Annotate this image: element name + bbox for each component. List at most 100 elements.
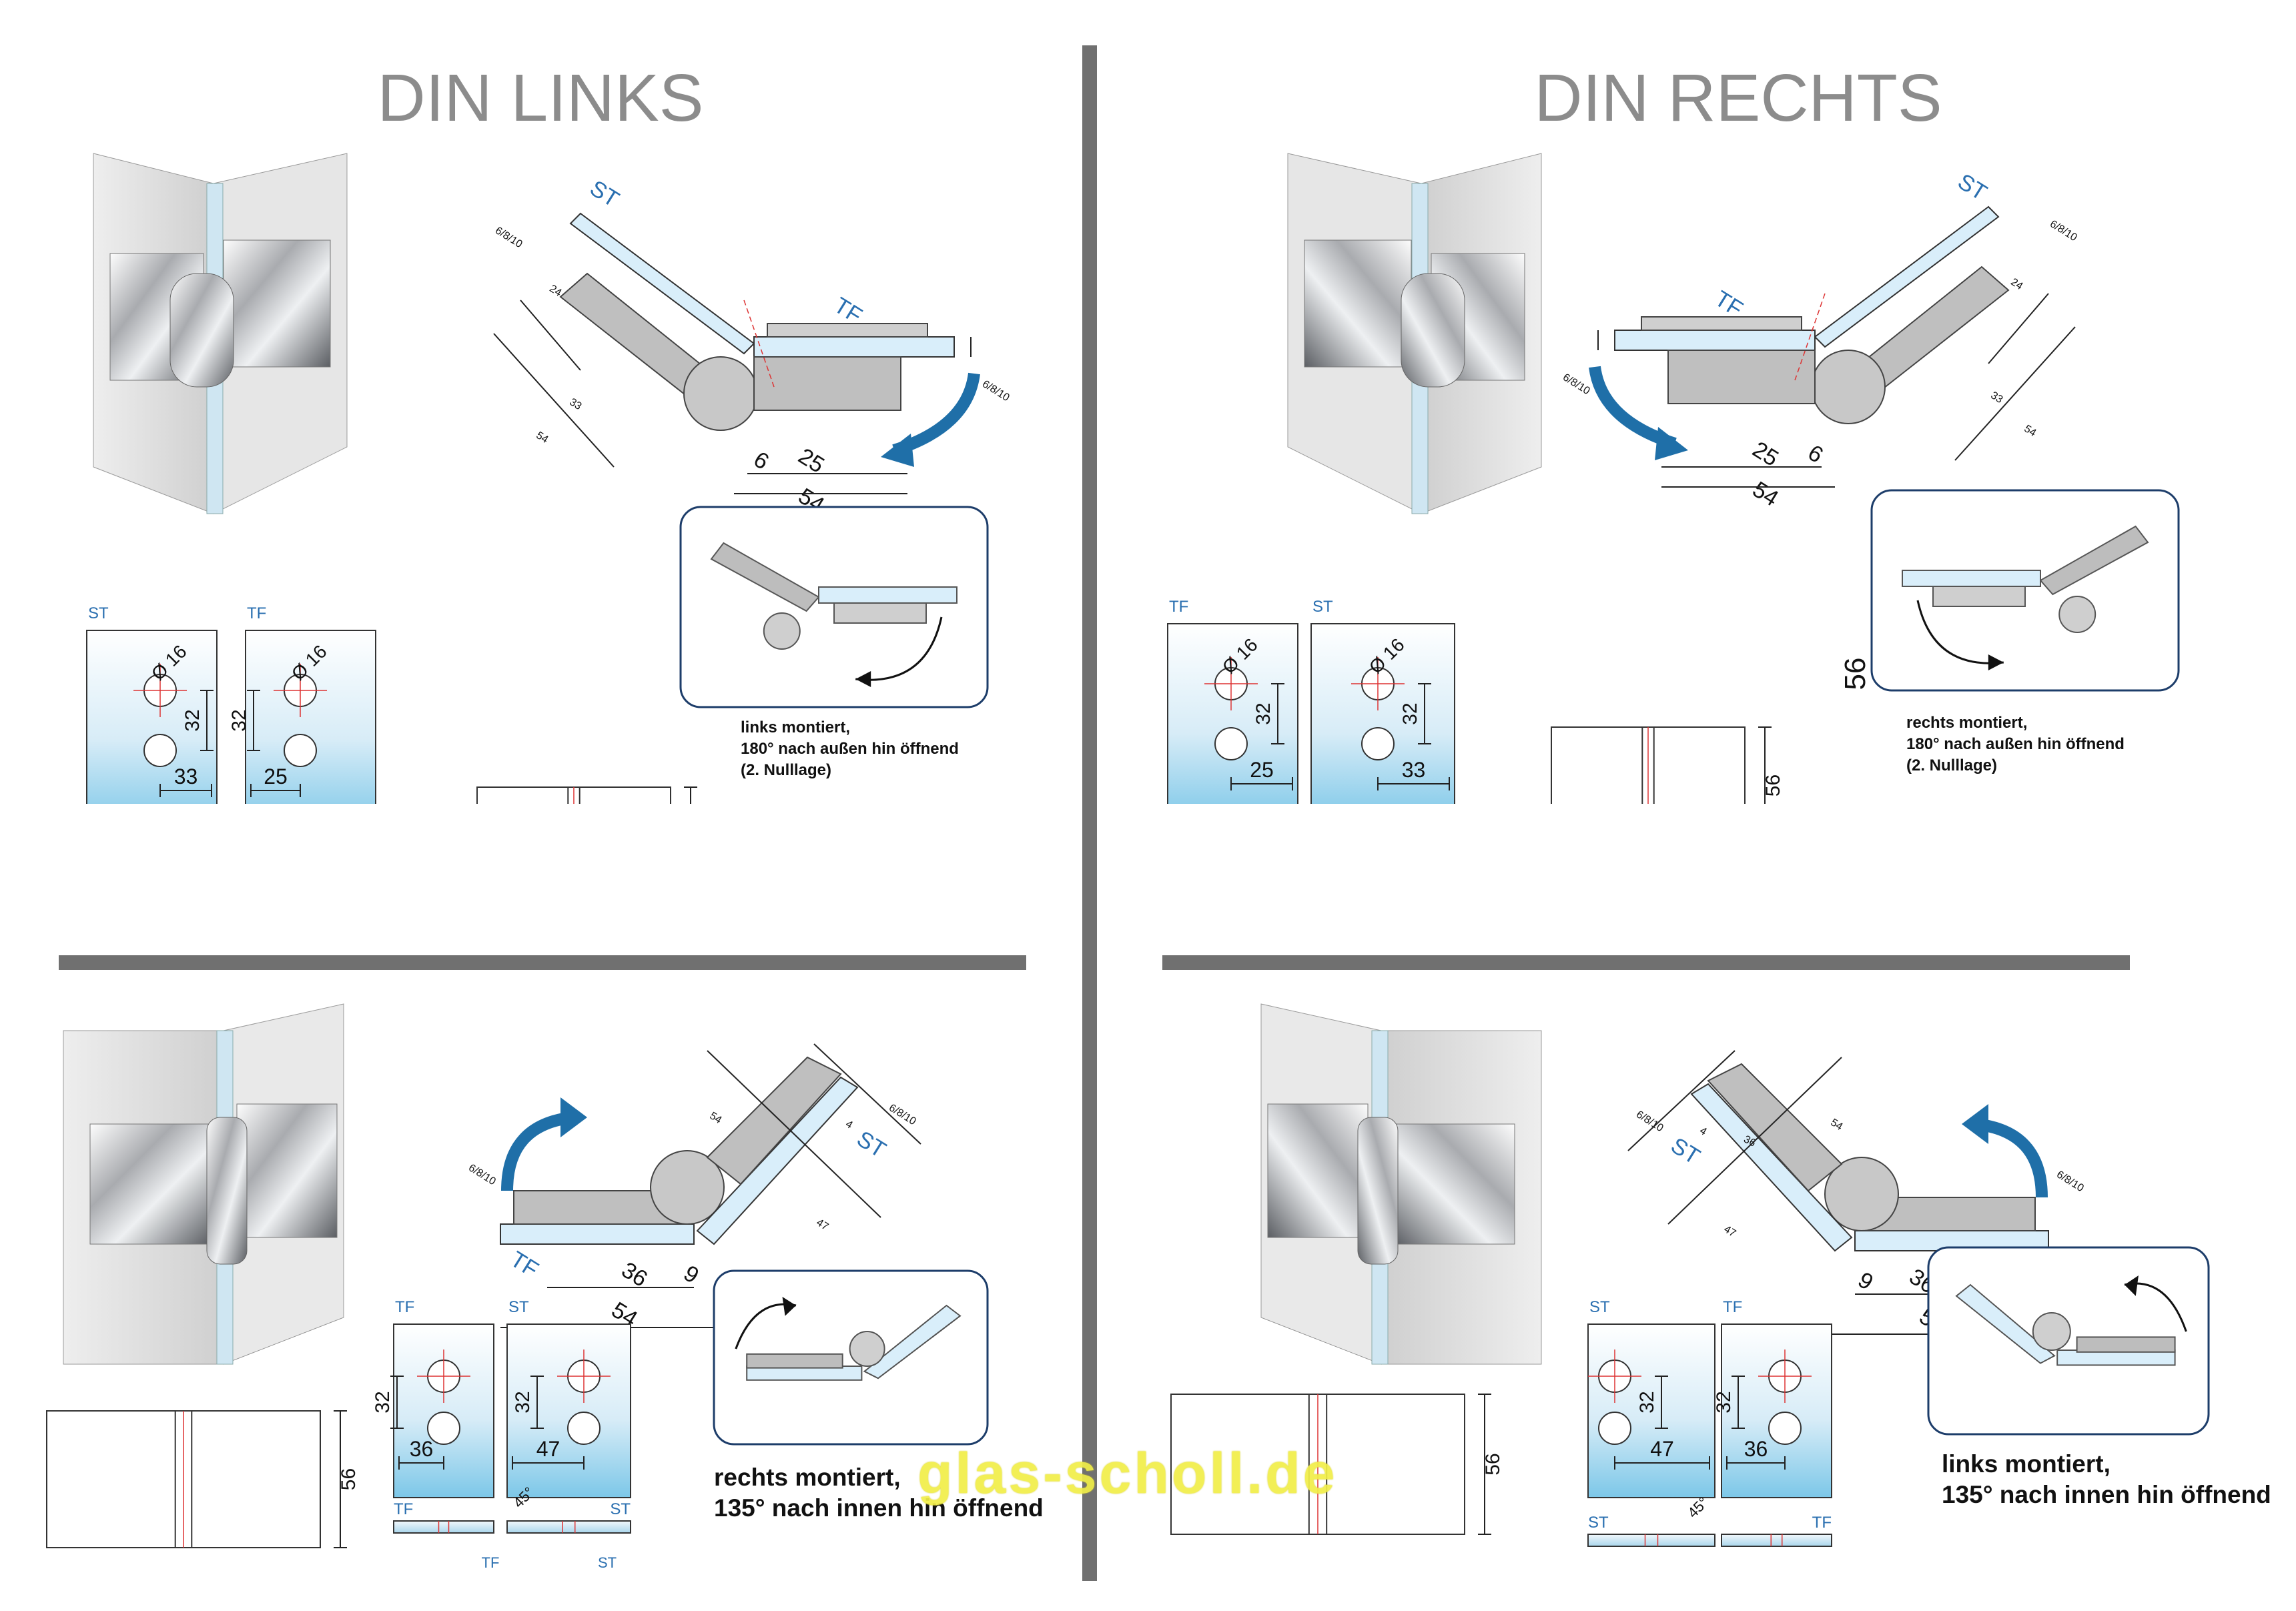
hinge-barrel — [169, 273, 234, 388]
inset-arrowhead — [782, 1297, 796, 1316]
note-line: 180° nach außen hin öffnend — [741, 740, 959, 758]
label-tf: TF — [506, 1247, 542, 1283]
vertical-divider — [1082, 45, 1097, 1581]
horizontal-divider-left — [59, 955, 1026, 970]
plate-label: ST — [1589, 1298, 1610, 1316]
glass-edge-bar — [1587, 1534, 1715, 1547]
hinge-plate-left — [1394, 1123, 1515, 1245]
inset-glass — [1902, 570, 2041, 587]
note-line: (2. Nulllage) — [1906, 756, 1998, 774]
inset-number: 56 — [1839, 658, 1872, 690]
footer-label-tf: TF — [482, 1554, 500, 1571]
dimension-label: 24 — [547, 283, 563, 299]
product-photo — [63, 1003, 344, 1365]
clamp-body — [1707, 1063, 1843, 1192]
dimension-label: 25 — [1250, 758, 1274, 782]
rotation-arrowhead — [881, 434, 914, 467]
dimension-label: 25 — [264, 764, 288, 788]
hole — [567, 1412, 601, 1445]
mounting-inset — [679, 506, 989, 708]
dimension-label: 32 — [1399, 702, 1421, 724]
note-line: rechts montiert, — [1906, 714, 2028, 732]
dimension-label: 54 — [534, 430, 550, 446]
note-top-left: links montiert, 180° nach außen hin öffn… — [741, 717, 959, 781]
plate-label: ST — [88, 604, 109, 622]
inset-schematic — [1902, 525, 2149, 670]
inset-knuckle — [849, 1331, 885, 1367]
dimension-label: 54 — [1748, 477, 1783, 512]
note-line: links montiert, — [1942, 1450, 2111, 1478]
hinge-barrel — [1357, 1117, 1399, 1265]
footer-label-st: ST — [598, 1554, 617, 1571]
hole — [284, 734, 317, 767]
glass-plate — [1310, 623, 1455, 825]
hinge-plate-left — [89, 1123, 211, 1245]
label-st: ST — [1953, 169, 1991, 205]
hinge-barrel — [1401, 273, 1465, 388]
inset-schematic — [1955, 1275, 2187, 1366]
note-bottom-right: links montiert, 135° nach innen hin öffn… — [1942, 1449, 2271, 1510]
note-line: rechts montiert, — [714, 1464, 901, 1491]
quadrant-bottom-right: TFST6/8/1054447366/8/1036954ST3247TF3236… — [1148, 804, 2295, 1608]
center-line — [743, 300, 775, 388]
dimension-label: 32 — [181, 709, 204, 731]
dimension-label: 32 — [512, 1391, 534, 1413]
inset-glass — [863, 1304, 962, 1380]
dimension-label: 33 — [567, 396, 583, 412]
dimension-line — [707, 1050, 881, 1218]
plate-label: TF — [1169, 598, 1188, 616]
dimension-line — [1627, 1050, 1736, 1151]
inset-clamp — [2076, 1336, 2176, 1353]
watermark: glas-scholl.de — [917, 1442, 1338, 1506]
knuckle — [1824, 1157, 1899, 1231]
inset-arrowhead — [855, 671, 871, 687]
label-st: ST — [585, 175, 623, 212]
glass-tf — [753, 336, 955, 358]
title-din-links: DIN LINKS — [377, 61, 704, 135]
dimension-line — [1988, 293, 2049, 364]
inset-frame — [713, 1269, 989, 1446]
rotation-arrowhead — [1655, 427, 1688, 460]
dimension-label: 36 — [410, 1437, 434, 1461]
clamp-body — [753, 356, 901, 411]
dimension-label: 47 — [1650, 1437, 1674, 1461]
product-photo — [1260, 1003, 1542, 1365]
inset-knuckle — [2058, 596, 2096, 633]
glass-st — [1690, 1083, 1853, 1252]
glass-plate — [1167, 623, 1298, 825]
dimension-line — [1667, 1057, 1842, 1225]
hole — [1361, 727, 1395, 760]
dimension-label: 24 — [2008, 276, 2024, 292]
dimension-line — [493, 333, 615, 468]
note-top-right: rechts montiert, 180° nach außen hin öff… — [1906, 712, 2125, 776]
inset-glass — [818, 586, 958, 604]
plate-label: TF — [1723, 1298, 1742, 1316]
dimension-label: 9 — [1854, 1267, 1878, 1295]
note-line: links montiert, — [741, 718, 851, 736]
hole — [1214, 727, 1248, 760]
dimension-label: 36 — [1742, 1133, 1758, 1149]
glass-size-label: 6/8/10 — [466, 1162, 498, 1187]
product-photo — [93, 153, 348, 514]
glass-size-label: 6/8/10 — [887, 1102, 918, 1127]
dimension-label: 47 — [536, 1437, 560, 1461]
dimension-label: 9 — [679, 1261, 703, 1289]
inset-clamp — [746, 1353, 843, 1369]
plate-label: TF — [247, 604, 266, 622]
hole — [1598, 1412, 1631, 1445]
knuckle — [1811, 350, 1886, 424]
dimension-label: 47 — [1721, 1223, 1738, 1239]
glass-plate — [506, 1323, 631, 1498]
inset-glass — [1955, 1283, 2056, 1364]
rotation-arrowhead — [1962, 1104, 1988, 1144]
inset-schematic — [735, 1297, 962, 1381]
clamp-body — [1667, 350, 1816, 404]
quadrant-drawing: TFST6/8/1054447366/8/1036954ST3247TF3236… — [1170, 1003, 2210, 1547]
